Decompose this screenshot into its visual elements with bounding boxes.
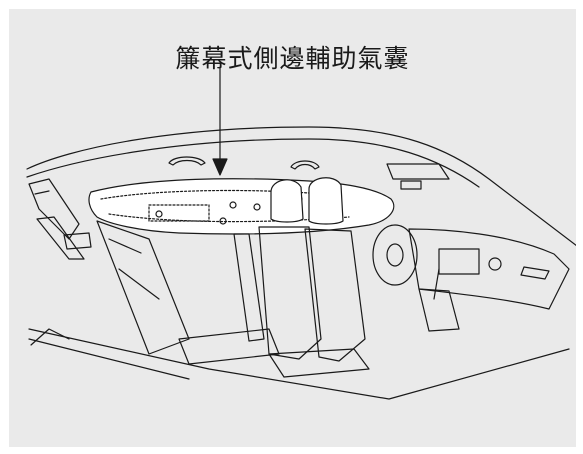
car-interior-illustration: [26, 66, 576, 400]
front-seat-cushion: [268, 348, 370, 378]
rear-headrest: [63, 232, 92, 250]
dashboard: [408, 228, 570, 310]
curtain-airbag: [88, 178, 395, 235]
air-vent-side: [520, 266, 550, 280]
gear-shift: [433, 268, 440, 300]
door-sill: [28, 328, 570, 400]
rear-seat-cushion: [178, 328, 280, 365]
grab-handle-front: [290, 160, 320, 170]
illustration-panel: 簾幕式側邊輔助氣囊: [9, 9, 576, 447]
rear-view-mirror: [400, 180, 422, 190]
rear-quarter-trim: [36, 216, 85, 260]
rear-seat-back: [96, 220, 190, 355]
roof-line: [26, 126, 576, 246]
rear-pillar: [28, 178, 80, 240]
front-right-seat-back: [304, 228, 366, 362]
center-console: [418, 288, 460, 332]
sunroof: [386, 163, 450, 180]
front-left-seat-back: [258, 226, 322, 360]
headliner-line: [26, 138, 480, 188]
center-console-display: [438, 248, 480, 275]
front-right-headrest: [308, 177, 344, 225]
callout-arrowhead: [212, 158, 228, 176]
steering-wheel: [372, 224, 418, 286]
callout-label: 簾幕式側邊輔助氣囊: [175, 44, 410, 73]
front-left-headrest: [270, 179, 304, 223]
grab-handle-rear: [168, 156, 206, 166]
air-vent-center: [488, 257, 502, 271]
b-pillar: [233, 233, 265, 342]
